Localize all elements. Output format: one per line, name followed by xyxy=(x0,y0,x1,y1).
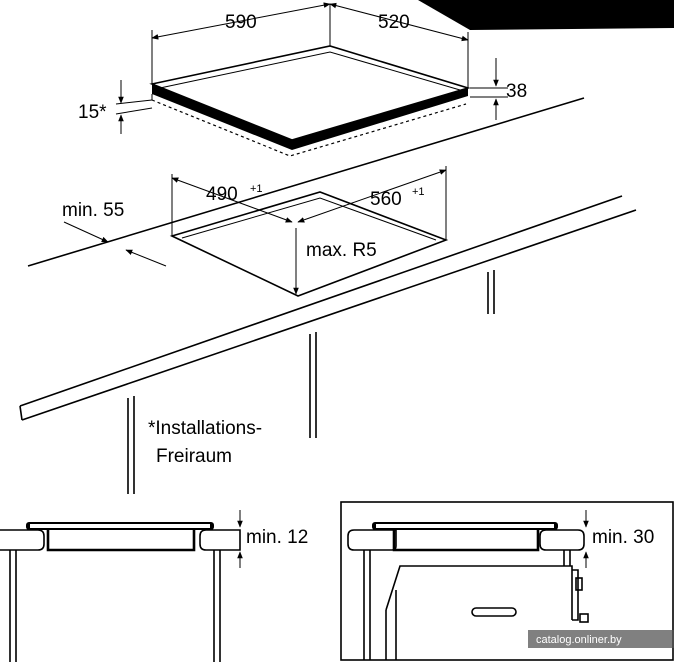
dim-cutout-depth: 560 +1 xyxy=(297,166,447,240)
cabinet-legs xyxy=(127,270,495,494)
section-hob-oven: min. 30 xyxy=(340,501,674,661)
cutout-depth-tolerance: +1 xyxy=(412,186,425,198)
gap-above-oven-label: min. 30 xyxy=(592,527,654,548)
hob-height-label: 38 xyxy=(506,81,527,102)
hob-depth-label: 520 xyxy=(378,12,410,33)
dim-hob-width: 590 xyxy=(151,2,331,84)
dim-hob-depth: 520 xyxy=(329,2,469,88)
dim-front-clearance: 15* xyxy=(78,80,153,134)
cutout-width-label: 490 xyxy=(206,184,238,205)
hob-width-label: 590 xyxy=(225,12,257,33)
dim-corner-radius: max. R5 xyxy=(293,228,377,295)
dim-edge-distance: min. 55 xyxy=(62,200,167,267)
gap-below-hob-label: min. 12 xyxy=(246,527,308,548)
dark-corner-shape xyxy=(418,0,674,30)
dim-cutout-width: 490 +1 xyxy=(171,174,293,236)
watermark: catalog.onliner.by xyxy=(528,630,674,648)
cutout-depth-label: 560 xyxy=(370,189,402,210)
front-clearance-label: 15* xyxy=(78,102,107,123)
corner-radius-label: max. R5 xyxy=(306,240,377,261)
section-hob-min12: min. 12 xyxy=(0,510,308,662)
cutout-width-tolerance: +1 xyxy=(250,183,263,195)
edge-distance-label: min. 55 xyxy=(62,200,124,221)
watermark-text: catalog.onliner.by xyxy=(536,634,622,646)
footnote-line-1: *Installations- xyxy=(148,418,262,439)
dim-hob-height: 38 xyxy=(470,58,527,120)
footnote-line-2: Freiraum xyxy=(156,446,232,467)
hob-drawing xyxy=(149,45,471,157)
